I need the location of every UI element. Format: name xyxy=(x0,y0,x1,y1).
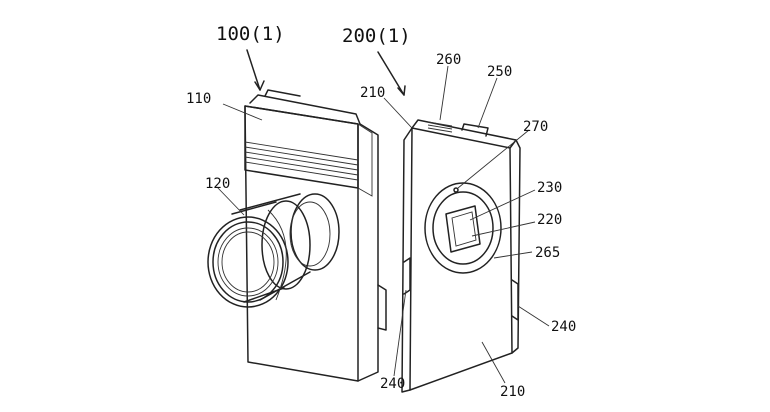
lens-front-rim xyxy=(208,217,288,307)
label-250: 250 xyxy=(487,64,512,80)
label-120: 120 xyxy=(205,176,230,192)
header-block-110 xyxy=(245,106,358,188)
sensor-230 xyxy=(446,206,480,252)
module-200-side xyxy=(512,140,520,353)
module-100-side xyxy=(358,124,378,381)
module-200-front xyxy=(410,128,512,390)
side-button-240-right xyxy=(512,280,518,320)
indicator-270 xyxy=(454,188,458,192)
label-110: 110 xyxy=(186,91,211,107)
module-100-tab xyxy=(265,90,300,96)
camera-module-100 xyxy=(208,90,386,381)
module-100-clip xyxy=(378,285,386,330)
label-assembly-200: 200(1) xyxy=(342,25,411,47)
label-265: 265 xyxy=(535,245,560,261)
camera-module-200 xyxy=(402,120,520,392)
label-240-right: 240 xyxy=(551,319,576,335)
label-210-top: 210 xyxy=(360,85,385,101)
label-210-bottom: 210 xyxy=(500,384,525,400)
mount-ring-265 xyxy=(425,183,501,273)
label-260: 260 xyxy=(436,52,461,68)
label-270: 270 xyxy=(523,119,548,135)
label-220: 220 xyxy=(537,212,562,228)
lens-120 xyxy=(208,194,339,307)
label-230: 230 xyxy=(537,180,562,196)
label-assembly-100: 100(1) xyxy=(216,23,285,45)
label-240-bottom: 240 xyxy=(380,376,405,392)
side-button-240-left xyxy=(404,258,410,294)
sensor-core-220 xyxy=(452,212,476,246)
